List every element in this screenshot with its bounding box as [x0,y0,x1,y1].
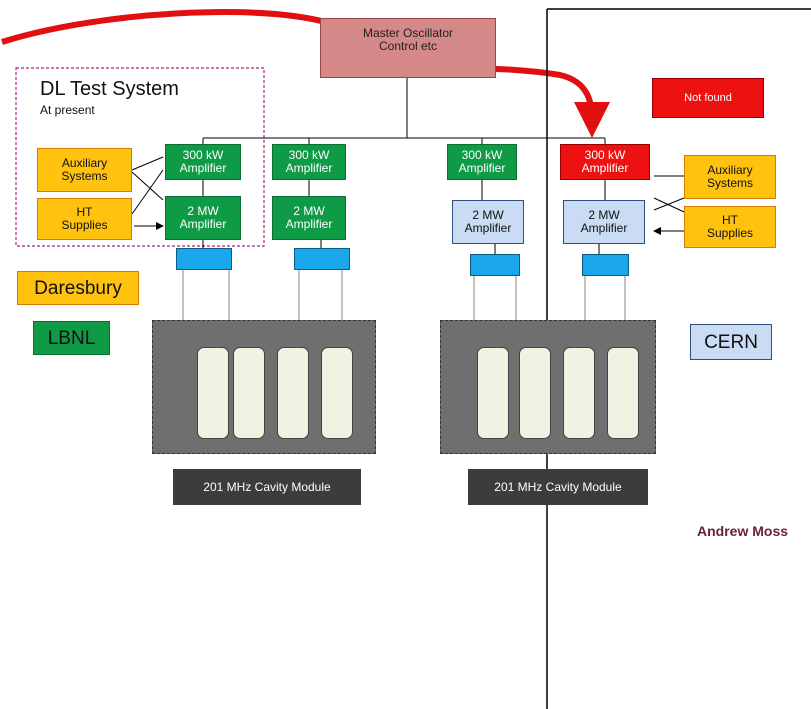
lab-daresbury: Daresbury [17,271,139,305]
ht-supplies-right: HT Supplies [684,206,776,248]
auxiliary-systems-label: Auxiliary Systems [61,156,108,183]
lab-lbnl-label: LBNL [47,327,96,349]
cavity [477,347,509,439]
lab-cern: CERN [690,324,772,360]
lab-lbnl: LBNL [33,321,110,355]
amplifier-2mw-2: 2 MW Amplifier [272,196,346,240]
master-oscillator-box: Master Oscillator Control etc [320,18,496,78]
coupler-2 [294,248,350,270]
coupler-4 [582,254,629,276]
coupler-1 [176,248,232,270]
not-found-box: Not found [652,78,764,118]
oscillator-distribution [202,78,606,144]
author-name: Andrew Moss [697,523,789,539]
dl-test-region [15,67,265,247]
amplifier-links [202,180,606,200]
amplifier-300kw-2: 300 kW Amplifier [272,144,346,180]
auxiliary-systems-label: Auxiliary Systems [706,163,753,190]
amplifier-300kw-label: 300 kW Amplifier [179,148,227,175]
ht-supplies-label: HT Supplies [706,213,754,240]
aux-arrows-left [131,156,163,226]
coupler-3 [470,254,520,276]
amplifier-300kw-3: 300 kW Amplifier [447,144,517,180]
cavity-module-label-text: 201 MHz Cavity Module [494,480,622,494]
amplifier-300kw-1: 300 kW Amplifier [165,144,241,180]
cavity [519,347,551,439]
lab-daresbury-label: Daresbury [34,277,122,299]
cavity-module-label-2: 201 MHz Cavity Module [468,469,648,505]
aux-arrows-right [654,175,685,231]
cavity [321,347,353,439]
master-oscillator-label: Master Oscillator Control etc [362,26,454,53]
cavity [563,347,595,439]
dl-test-subtitle: At present [40,103,95,117]
cavity [277,347,309,439]
cavity [197,347,229,439]
amplifier-2mw-label: 2 MW Amplifier [464,208,512,235]
ht-supplies-label: HT Supplies [61,205,108,232]
amplifier-300kw-4: 300 kW Amplifier [560,144,650,180]
auxiliary-systems-right: Auxiliary Systems [684,155,776,199]
cavity [233,347,265,439]
amplifier-2mw-label: 2 MW Amplifier [285,204,333,231]
amplifier-2mw-label: 2 MW Amplifier [580,208,628,235]
amplifier-2mw-1: 2 MW Amplifier [165,196,241,240]
cavity [607,347,639,439]
waveguide-feeds [182,270,626,320]
lab-cern-label: CERN [704,331,758,353]
cavity-module-label-text: 201 MHz Cavity Module [203,480,331,494]
cavity-module-2 [440,320,656,454]
amplifier-300kw-label: 300 kW Amplifier [285,148,333,175]
amplifier-2mw-4: 2 MW Amplifier [563,200,645,244]
coupler-links [202,240,600,254]
amplifier-300kw-label: 300 kW Amplifier [581,148,629,175]
cavity-module-label-1: 201 MHz Cavity Module [173,469,361,505]
auxiliary-systems-left: Auxiliary Systems [37,148,132,192]
amplifier-2mw-3: 2 MW Amplifier [452,200,524,244]
not-found-label: Not found [684,91,732,104]
dl-test-title: DL Test System [40,78,179,100]
cavity-module-1 [152,320,376,454]
ht-supplies-left: HT Supplies [37,198,132,240]
amplifier-300kw-label: 300 kW Amplifier [458,148,506,175]
amplifier-2mw-label: 2 MW Amplifier [179,204,227,231]
